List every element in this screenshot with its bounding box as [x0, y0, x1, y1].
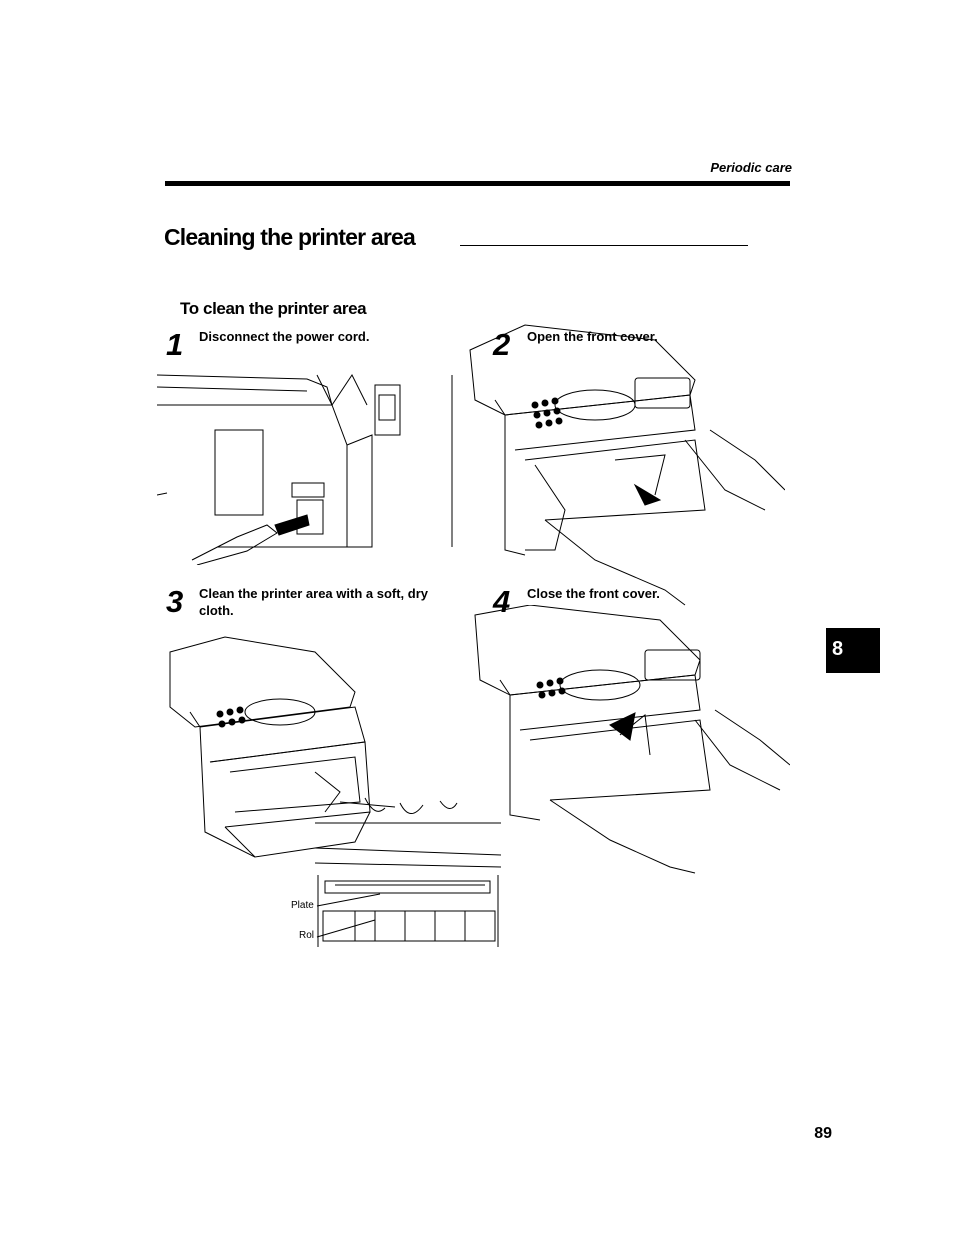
open-machine-illustration — [165, 632, 405, 862]
step-1-text: Disconnect the power cord. — [199, 329, 370, 344]
procedure-heading: To clean the printer area — [180, 299, 367, 318]
page-title: Cleaning the printer area — [164, 224, 416, 250]
step-3-text: Clean the printer area with a soft, dry … — [199, 586, 428, 618]
step-2-number: 2 — [493, 327, 511, 362]
open-front-cover-illustration — [465, 320, 785, 610]
step-2-text: Open the front cover. — [527, 329, 658, 344]
chapter-tab: 8 — [826, 628, 880, 673]
header-rule — [165, 181, 790, 186]
step-3-number: 3 — [166, 584, 184, 619]
section-label: Periodic care — [710, 160, 792, 175]
step-1-number: 1 — [166, 327, 184, 362]
step-4-text: Close the front cover. — [527, 586, 660, 601]
callout-leader-lines — [315, 890, 385, 950]
close-front-cover-illustration — [470, 605, 790, 875]
callout-platen: Plate — [291, 900, 314, 911]
unplug-power-cord-illustration — [157, 365, 457, 565]
callout-roller: Rol — [299, 930, 315, 941]
page-number: 89 — [814, 1125, 832, 1142]
title-underline — [460, 245, 748, 246]
